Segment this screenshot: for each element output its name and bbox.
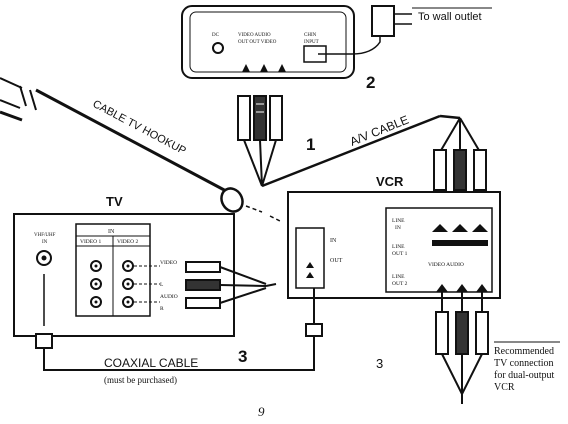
- top-device-label-dc: DC: [212, 33, 220, 38]
- step-2-label: 2: [366, 73, 375, 92]
- vcr-line-out1-label-b: OUT 1: [392, 251, 408, 257]
- tv-jack-label-r: R: [160, 306, 164, 312]
- top-device-label-video-audio: VIDEO AUDIO: [238, 33, 271, 38]
- recommended-line1: Recommended: [494, 346, 554, 357]
- top-device-label-input: INPUT: [304, 40, 319, 45]
- tv-jack-label-video: VIDEO: [160, 260, 177, 266]
- antenna-label-line1: VHF/UHF: [34, 233, 56, 238]
- recommended-line3: for dual-output: [494, 370, 554, 381]
- wall-outlet-label: To wall outlet: [418, 11, 482, 23]
- tv-video1-header: VIDEO 1: [80, 239, 101, 245]
- tv-jack-label-audio: AUDIO: [160, 294, 178, 300]
- top-device-label-out: OUT OUT VIDEO: [238, 40, 277, 45]
- top-device: DC VIDEO AUDIO OUT OUT VIDEO CHIN INPUT …: [182, 6, 492, 92]
- vcr-line-out1-label-a: LINE: [392, 244, 405, 250]
- av-plug-group-recommended: Recommended TV connection for dual-outpu…: [436, 312, 560, 404]
- tv-in-header: IN: [108, 229, 115, 235]
- step-3-label-a: 3: [238, 347, 247, 366]
- vcr-line-in-label-b: IN: [395, 225, 401, 231]
- vcr-unit: VCR IN OUT LINE IN LINE OUT 1 VIDEO AUDI…: [288, 174, 500, 314]
- step-3-label-b: 3: [376, 356, 383, 371]
- recommended-line4: VCR: [494, 382, 515, 393]
- av-plug-group-top-left: [238, 96, 282, 186]
- coaxial-note: (must be purchased): [104, 375, 177, 385]
- tv-video2-header: VIDEO 2: [117, 239, 138, 245]
- vcr-label: VCR: [376, 174, 404, 189]
- vcr-line-in-label-a: LINE: [392, 218, 405, 224]
- ac-adapter: [372, 6, 394, 36]
- coaxial-cable-label: COAXIAL CABLE: [104, 356, 198, 370]
- recommended-line2: TV connection: [494, 358, 554, 369]
- page-number: 9: [258, 404, 265, 419]
- antenna-label-line2: IN: [42, 240, 48, 245]
- top-device-label-chin: CHIN: [304, 33, 317, 38]
- dc-jack: [213, 43, 223, 53]
- vcr-rf-out-label: OUT: [330, 258, 343, 264]
- vcr-line-out2-label-a: LINE: [392, 274, 405, 280]
- tv-label: TV: [106, 194, 123, 209]
- vcr-line-out2-label-b: OUT 2: [392, 281, 408, 287]
- step-1-label: 1: [306, 135, 315, 154]
- vcr-video-audio-label: VIDEO AUDIO: [428, 262, 464, 268]
- vcr-rf-in-label: IN: [330, 238, 337, 244]
